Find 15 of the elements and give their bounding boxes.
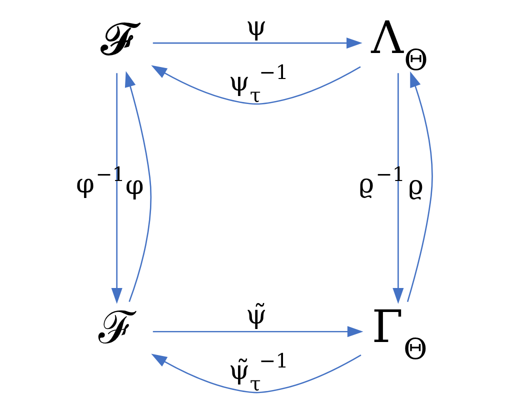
node-text: Λ$_{Θ}$ [370, 11, 428, 78]
arrow [406, 71, 432, 302]
edge-label: ψ̃ [245, 300, 266, 331]
edge-label: φ [124, 170, 144, 201]
node-text: ℱ [98, 301, 135, 354]
edge-label: ψ [245, 12, 266, 42]
arrow [152, 326, 363, 338]
arrow [392, 73, 404, 304]
arrow [110, 73, 122, 304]
node-text: Γ$_{Θ}$ [371, 300, 427, 366]
arrow [124, 71, 152, 302]
arrow [152, 38, 362, 49]
edge-label: ϱ [408, 170, 424, 201]
arrow [150, 65, 360, 105]
arrow [150, 354, 361, 394]
